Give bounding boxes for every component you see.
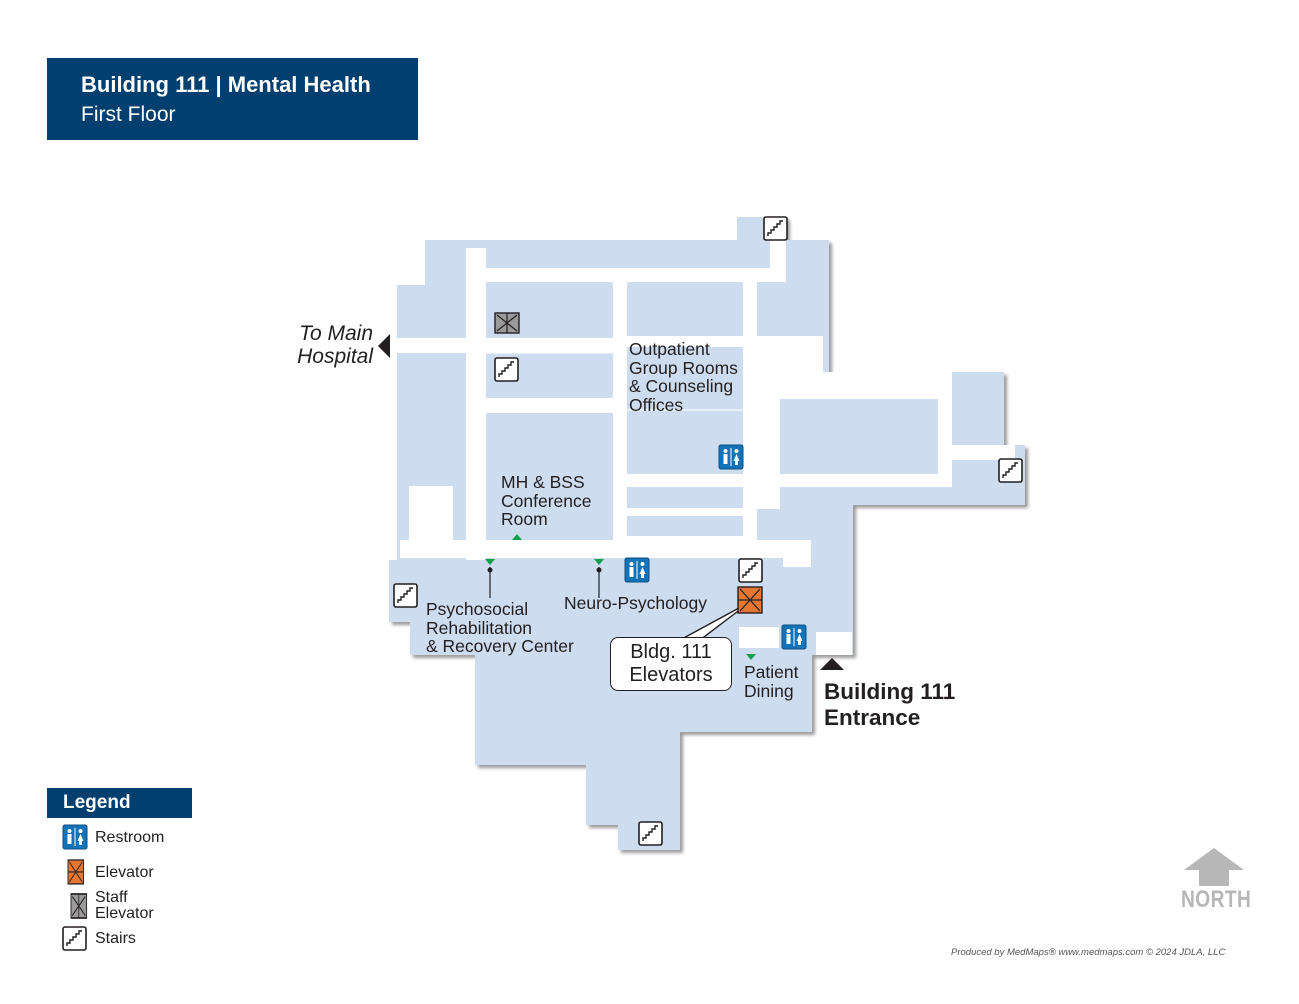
elevators-callout: Bldg. 111 Elevators [610,637,732,691]
outpatient-label: Outpatient Group Rooms & Counseling Offi… [629,339,738,415]
legend-staff-elevator-label: Staff Elevator [95,889,154,922]
staff-elevator-icon [70,893,88,919]
elevator-icon [737,586,763,614]
conference-marker [512,534,522,540]
title-box: Building 111 | Mental Health First Floor [47,58,418,140]
north-label: NORTH [1181,886,1252,913]
staff-elevator-icon [494,312,520,334]
neuro-dot [596,567,602,573]
stairs-icon [763,216,788,241]
entrance-label: Building 111 Entrance [824,679,956,730]
restroom-icon [718,444,744,470]
to-main-hospital-label: To Main Hospital [297,322,373,368]
entrance-arrow [820,658,844,670]
psychosocial-dot [487,567,493,573]
patient-dining-label: Patient Dining [744,662,799,701]
stairs-icon [393,583,418,608]
destination-markers [485,534,756,660]
legend-title: Legend [63,792,131,813]
psychosocial-marker [485,559,495,565]
restroom-icon [624,557,650,583]
legend-restroom-label: Restroom [95,829,165,846]
restroom-icon [62,824,88,850]
credit-line: Produced by MedMaps® www.medmaps.com © 2… [951,947,1226,958]
psychosocial-label: Psychosocial Rehabilitation & Recovery C… [426,599,574,656]
dining-marker [746,654,756,660]
to-main-hospital-arrow [378,334,390,358]
neuro-marker [594,559,604,565]
stairs-icon [638,821,663,846]
stairs-icon [494,357,519,382]
elevator-icon [67,859,85,885]
legend-elevator-label: Elevator [95,864,154,881]
room-partitions [486,352,743,411]
legend-stairs-label: Stairs [95,930,136,947]
neuro-psychology-label: Neuro-Psychology [564,593,707,613]
legend-header: Legend [47,788,192,818]
map-title: Building 111 | Mental Health [81,72,371,97]
north-arrow-icon [1184,848,1244,886]
stairs-icon [738,558,763,583]
corridors [397,240,1015,655]
stairs-icon [998,458,1023,483]
stairs-icon [62,926,87,951]
restroom-icon [781,624,807,650]
floor-subtitle: First Floor [81,103,176,126]
conference-room-label: MH & BSS Conference Room [501,472,592,529]
